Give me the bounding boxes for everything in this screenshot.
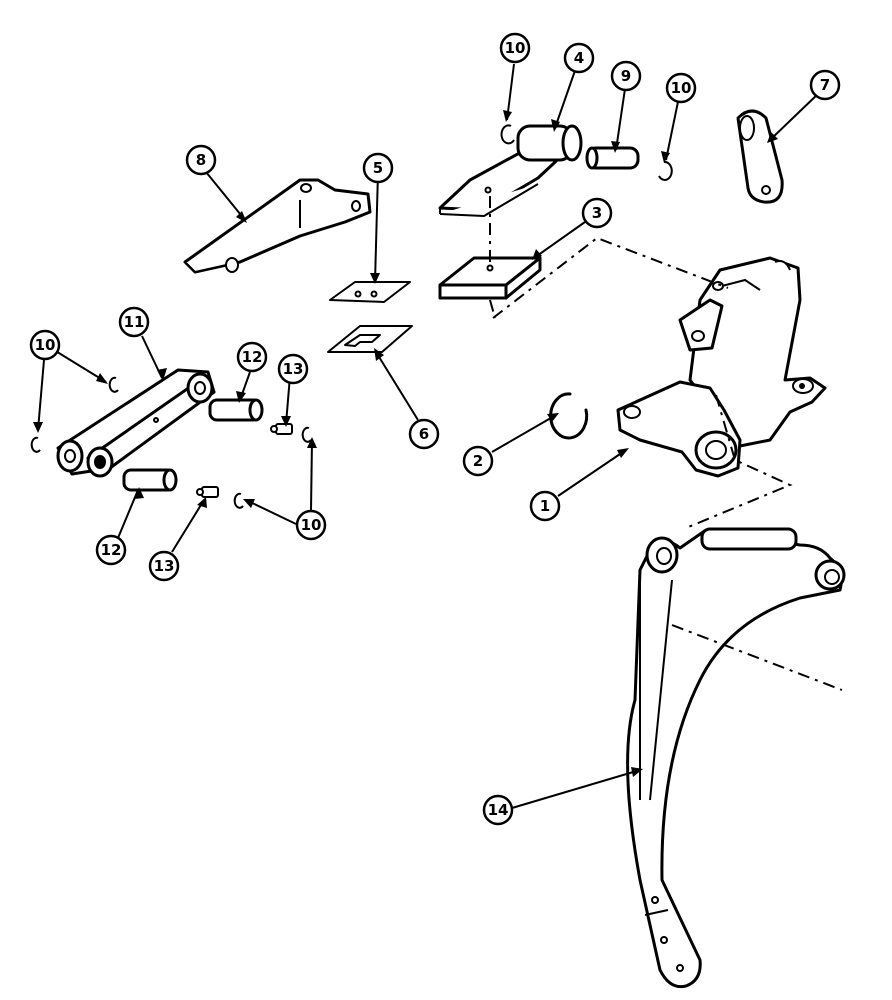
- svg-text:10: 10: [671, 79, 692, 97]
- part-14-pedal-arm: [626, 527, 846, 989]
- part-11-double-link: [56, 368, 216, 478]
- part-13-grease-fitting-upper: [270, 423, 293, 435]
- callout-10-top-left: 10: [499, 32, 531, 64]
- svg-text:5: 5: [373, 159, 383, 177]
- alignment-lines: [489, 196, 843, 691]
- svg-text:1: 1: [540, 497, 550, 515]
- callout-11: 11: [118, 306, 150, 338]
- callouts: 10 4 9 10 7 8 5 3: [29, 32, 841, 826]
- part-9-pin: [585, 146, 640, 170]
- callout-10-left: 10: [29, 329, 61, 361]
- part-2-snap-ring: [549, 392, 589, 440]
- callout-9: 9: [610, 60, 642, 92]
- svg-text:11: 11: [124, 313, 145, 331]
- callout-10-top-right: 10: [665, 72, 697, 104]
- part-6-slotted-shim: [327, 325, 413, 353]
- callout-14: 14: [482, 794, 514, 826]
- part-13-grease-fitting-lower: [196, 486, 219, 498]
- callout-1: 1: [529, 490, 561, 522]
- svg-text:13: 13: [154, 557, 175, 575]
- callout-5: 5: [362, 152, 394, 184]
- callout-13-upper: 13: [277, 353, 309, 385]
- callout-2: 2: [462, 445, 494, 477]
- part-12-pin-lower: [122, 468, 178, 492]
- callout-8: 8: [185, 144, 217, 176]
- part-12-pin-upper: [208, 398, 264, 422]
- leader-lines: [37, 61, 821, 809]
- svg-text:2: 2: [473, 452, 483, 470]
- callout-13-lower: 13: [148, 550, 180, 582]
- callout-7: 7: [809, 69, 841, 101]
- svg-text:10: 10: [505, 39, 526, 57]
- svg-text:3: 3: [592, 204, 602, 222]
- svg-text:9: 9: [621, 67, 631, 85]
- svg-text:10: 10: [301, 516, 322, 534]
- svg-text:12: 12: [101, 541, 122, 559]
- svg-text:8: 8: [196, 151, 206, 169]
- callout-12-lower: 12: [95, 534, 127, 566]
- svg-text:12: 12: [242, 348, 263, 366]
- svg-text:6: 6: [419, 425, 429, 443]
- part-1-bracket: [616, 256, 827, 478]
- svg-text:13: 13: [283, 360, 304, 378]
- callout-3: 3: [581, 197, 613, 229]
- svg-text:10: 10: [35, 336, 56, 354]
- part-7-link: [736, 109, 784, 204]
- part-5-shim-plate: [329, 281, 411, 303]
- part-3-block: [438, 256, 542, 300]
- svg-text:14: 14: [488, 801, 509, 819]
- svg-text:7: 7: [820, 76, 830, 94]
- svg-text:4: 4: [574, 49, 584, 67]
- callout-6: 6: [408, 418, 440, 450]
- callout-10-right: 10: [295, 509, 327, 541]
- arrowheads: [33, 110, 778, 777]
- part-10-c-clips: [30, 124, 673, 509]
- callout-4: 4: [563, 42, 595, 74]
- callout-12-upper: 12: [236, 341, 268, 373]
- part-8-lever-arm: [183, 178, 372, 274]
